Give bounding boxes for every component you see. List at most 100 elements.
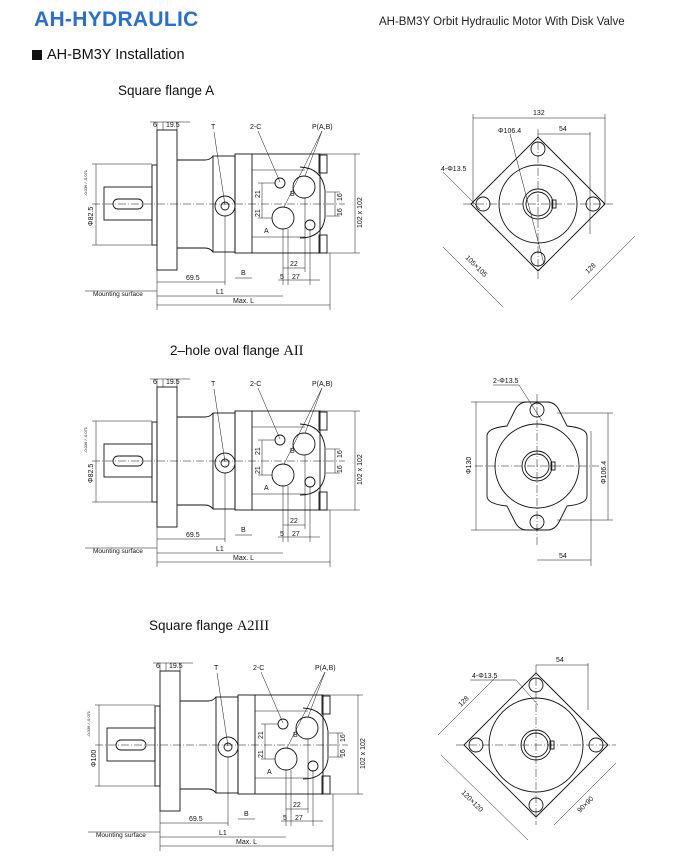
document-title: AH-BM3Y Orbit Hydraulic Motor With Disk … bbox=[379, 16, 625, 28]
dim-label: 54 bbox=[559, 126, 567, 133]
drawing-title-1: Square flange A bbox=[118, 83, 214, 100]
dim-label: 22 bbox=[293, 802, 301, 809]
bolt-hole bbox=[530, 251, 546, 267]
square-bullet-icon bbox=[32, 50, 42, 60]
dim-label: 21 bbox=[255, 190, 262, 198]
dim-label: B bbox=[290, 448, 295, 455]
bolt-hole bbox=[585, 196, 601, 212]
dim-label: 27 bbox=[292, 274, 300, 281]
flange bbox=[156, 386, 178, 528]
dim-label: 69.5 bbox=[186, 532, 200, 539]
dim-label: 132 bbox=[533, 110, 545, 117]
dim-label: B bbox=[244, 811, 249, 818]
height-dim: 102 x 102 bbox=[357, 454, 364, 485]
dim-label: 21 bbox=[255, 447, 262, 455]
keyway bbox=[115, 739, 147, 751]
dim-label: 27 bbox=[295, 815, 303, 822]
dim-label: 27 bbox=[292, 531, 300, 538]
keyway bbox=[112, 455, 144, 467]
port-a bbox=[271, 463, 295, 487]
drawing-title-3: Square flange A2III bbox=[149, 618, 269, 635]
dim-label: P(A,B) bbox=[312, 124, 333, 131]
dim-label: B bbox=[293, 732, 298, 739]
square-flange bbox=[463, 672, 609, 818]
dim-label: T bbox=[214, 665, 219, 672]
dim-label: 6 bbox=[156, 663, 160, 670]
front-view: 132 Φ106.4 54 4-Φ13.5 105×105 128 bbox=[441, 110, 636, 308]
dim-label: 128 bbox=[584, 262, 597, 275]
shaft-diameter: Φ100 bbox=[91, 750, 98, 767]
dim-label: T bbox=[211, 381, 216, 388]
dim-label: Φ130 bbox=[466, 457, 473, 474]
dim-label: 16 bbox=[337, 465, 344, 473]
dim-label: 4-Φ13.5 bbox=[472, 673, 498, 680]
dim-label: A bbox=[264, 485, 269, 492]
dim-label: Mounting surface bbox=[93, 291, 143, 298]
dim-label: Mounting surface bbox=[93, 548, 143, 555]
dim-label: P(A,B) bbox=[315, 665, 336, 672]
dim-label: 16 bbox=[337, 450, 344, 458]
t-port bbox=[214, 195, 236, 217]
dim-label: 5 bbox=[280, 274, 284, 281]
drawing-title-suffix: AII bbox=[283, 343, 304, 359]
bolt-hole bbox=[475, 196, 491, 212]
dim-label: P(A,B) bbox=[312, 381, 333, 388]
t-port bbox=[214, 452, 236, 474]
dim-label: 6 bbox=[153, 122, 157, 129]
flange bbox=[159, 670, 181, 812]
dim-label: 5 bbox=[283, 815, 287, 822]
dim-label: 128 bbox=[457, 695, 470, 708]
dim-label: 19.5 bbox=[166, 379, 180, 386]
port-b bbox=[292, 175, 316, 199]
flange bbox=[156, 129, 178, 271]
dim-label: 16 bbox=[340, 734, 347, 742]
dim-label: 2-C bbox=[253, 665, 264, 672]
dim-label: 22 bbox=[290, 261, 298, 268]
bolt-hole bbox=[588, 737, 604, 753]
dim-label: 2-C bbox=[250, 381, 261, 388]
port-b bbox=[292, 432, 316, 456]
dim-label: 22 bbox=[290, 518, 298, 525]
bolt-hole bbox=[468, 737, 484, 753]
bolt-hole bbox=[528, 677, 544, 693]
dim-label: 69.5 bbox=[186, 275, 200, 282]
dim-label: B bbox=[241, 527, 246, 534]
front-view: 54 4-Φ13.5 128 120×120 90×90 bbox=[437, 657, 617, 841]
dim-label: 21 bbox=[258, 731, 265, 739]
shaft-tolerance: -0.036 / -0.071 bbox=[86, 710, 91, 737]
port-a bbox=[274, 747, 298, 771]
motor-body bbox=[234, 153, 321, 254]
t-port bbox=[217, 736, 239, 758]
shaft bbox=[103, 186, 153, 221]
keyway bbox=[112, 198, 144, 210]
bolt-hole bbox=[528, 797, 544, 813]
shaft-tolerance: -0.036 / -0.071 bbox=[83, 169, 88, 196]
dim-label: Max. L bbox=[233, 298, 254, 305]
dim-label: L1 bbox=[216, 546, 224, 553]
dim-label: 16 bbox=[337, 208, 344, 216]
dim-label: 21 bbox=[255, 209, 262, 217]
dim-label: Max. L bbox=[233, 555, 254, 562]
drawing-title-text: Square flange bbox=[149, 618, 237, 633]
dim-label: Mounting surface bbox=[96, 832, 146, 839]
motor-body bbox=[234, 410, 321, 511]
front-view: Φ130 Φ106.4 54 2-Φ13.5 bbox=[466, 378, 613, 566]
dim-label: B bbox=[290, 191, 295, 198]
shaft-diameter: Φ82.5 bbox=[88, 464, 95, 483]
dim-label: 16 bbox=[340, 749, 347, 757]
dim-label: 21 bbox=[258, 750, 265, 758]
dim-label: 69.5 bbox=[189, 816, 203, 823]
dim-label: 5 bbox=[280, 531, 284, 538]
drawing-title-text: 2–hole oval flange bbox=[170, 343, 284, 358]
dim-label: 54 bbox=[556, 657, 564, 664]
height-dim: 102 x 102 bbox=[360, 738, 367, 769]
dim-label: 2-Φ13.5 bbox=[493, 378, 519, 385]
dim-label: Φ106.4 bbox=[601, 461, 608, 484]
dim-label: A bbox=[264, 228, 269, 235]
dim-label: 90×90 bbox=[576, 795, 595, 814]
